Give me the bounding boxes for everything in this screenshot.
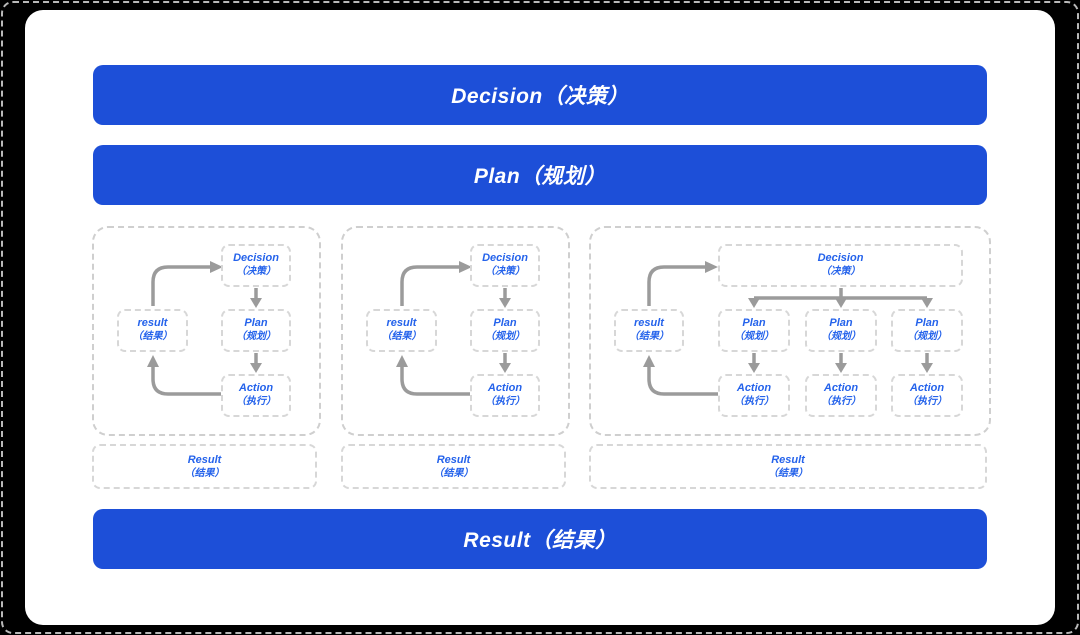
node-label-zh: （规划） xyxy=(734,331,774,343)
p3-node-plan-1: Plan （规划） xyxy=(718,309,790,352)
panel-loop-2 xyxy=(341,226,570,436)
node-label-zh: （执行） xyxy=(485,396,525,408)
p1-node-action: Action （执行） xyxy=(221,374,291,417)
node-label-zh: （决策） xyxy=(485,266,525,278)
node-label-en: result xyxy=(137,317,168,330)
node-label-zh: （决策） xyxy=(820,266,861,278)
node-label-en: Plan xyxy=(829,317,853,330)
p2-node-action: Action （执行） xyxy=(470,374,540,417)
p2-node-result: result （结果） xyxy=(366,309,437,352)
p3-node-plan-2: Plan （规划） xyxy=(805,309,877,352)
banner-result: Result（结果） xyxy=(93,509,987,569)
node-label-en: Action xyxy=(909,382,945,395)
node-label-en: Decision xyxy=(233,252,279,265)
panel-multi-plan xyxy=(589,226,991,436)
p3-node-plan-3: Plan （规划） xyxy=(891,309,963,352)
node-label-en: Action xyxy=(238,382,274,395)
banner-decision-label: Decision（决策） xyxy=(451,85,629,108)
node-label-zh: （规划） xyxy=(485,331,525,343)
node-label-zh: （规划） xyxy=(821,331,861,343)
node-label-en: result xyxy=(386,317,417,330)
result-box-2: Result （结果） xyxy=(341,444,566,489)
p3-node-decision: Decision （决策） xyxy=(718,244,963,287)
node-label-en: Action xyxy=(736,382,772,395)
node-label-en: Plan xyxy=(915,317,939,330)
node-label-zh: （结果） xyxy=(132,331,173,343)
result-box-label-zh: （结果） xyxy=(433,468,474,480)
banner-decision: Decision（决策） xyxy=(93,65,987,125)
result-box-label-en: Result xyxy=(436,453,471,466)
result-box-1: Result （结果） xyxy=(92,444,317,489)
result-box-label-en: Result xyxy=(187,453,222,466)
banner-plan-label: Plan（规划） xyxy=(473,165,607,188)
node-label-en: Decision xyxy=(817,252,864,265)
result-box-3: Result （结果） xyxy=(589,444,987,489)
node-label-zh: （结果） xyxy=(381,331,422,343)
node-label-zh: （结果） xyxy=(629,331,669,343)
result-box-label-en: Result xyxy=(771,453,805,466)
banner-result-label: Result（结果） xyxy=(463,529,617,552)
p3-node-action-1: Action （执行） xyxy=(718,374,790,417)
p3-node-action-2: Action （执行） xyxy=(805,374,877,417)
p1-node-decision: Decision （决策） xyxy=(221,244,291,287)
node-label-zh: （规划） xyxy=(907,331,947,343)
result-box-label-zh: （结果） xyxy=(184,468,225,480)
p2-node-decision: Decision （决策） xyxy=(470,244,540,287)
node-label-zh: （执行） xyxy=(236,396,276,408)
node-label-zh: （执行） xyxy=(821,396,861,408)
panel-loop-1 xyxy=(92,226,321,436)
node-label-en: Decision xyxy=(482,252,528,265)
p1-node-plan: Plan （规划） xyxy=(221,309,291,352)
node-label-zh: （执行） xyxy=(907,396,947,408)
node-label-en: Plan xyxy=(493,317,517,330)
node-label-zh: （执行） xyxy=(734,396,774,408)
node-label-en: result xyxy=(634,317,664,330)
node-label-zh: （规划） xyxy=(236,331,276,343)
node-label-en: Plan xyxy=(742,317,766,330)
p3-node-result: result （结果） xyxy=(614,309,684,352)
banner-plan: Plan（规划） xyxy=(93,145,987,205)
p2-node-plan: Plan （规划） xyxy=(470,309,540,352)
result-box-label-zh: （结果） xyxy=(768,468,808,480)
node-label-en: Plan xyxy=(244,317,268,330)
p1-node-result: result （结果） xyxy=(117,309,188,352)
node-label-zh: （决策） xyxy=(236,266,276,278)
node-label-en: Action xyxy=(823,382,859,395)
node-label-en: Action xyxy=(487,382,523,395)
p3-node-action-3: Action （执行） xyxy=(891,374,963,417)
